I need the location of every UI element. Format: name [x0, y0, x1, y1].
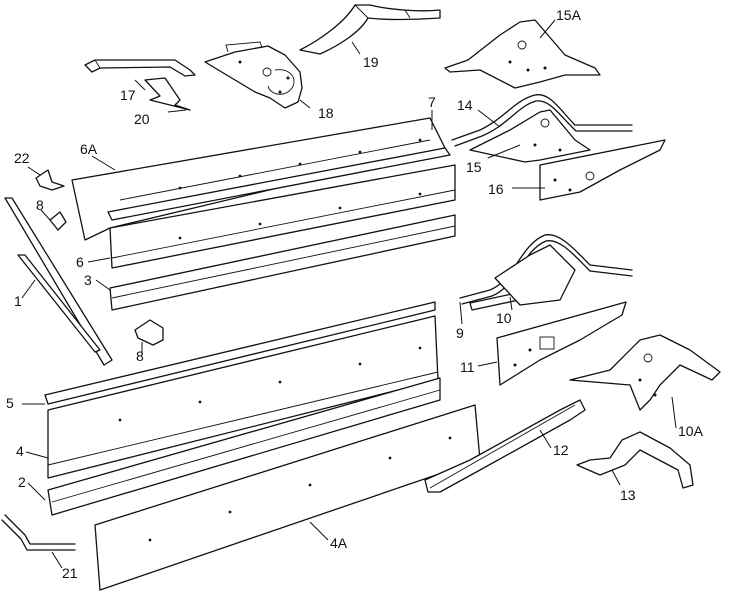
callout-20: 20: [134, 111, 150, 127]
callout-4: 4: [16, 443, 24, 459]
callout-7: 7: [428, 94, 436, 110]
callout-17: 17: [120, 87, 136, 103]
callout-15: 15: [466, 159, 482, 175]
callout-11: 11: [460, 359, 475, 375]
leader-lines: [21, 19, 677, 569]
callout-9: 9: [456, 325, 464, 341]
part-15-plate: [469, 109, 591, 163]
part-20-wedge: [144, 77, 191, 111]
part-17-bracket: [84, 59, 196, 77]
part-10-bracket-plate: [494, 244, 576, 306]
callout-22: 22: [14, 150, 30, 166]
callout-1: 1: [14, 293, 22, 309]
callout-21: 21: [62, 565, 78, 581]
callout-10: 10: [496, 310, 512, 326]
part-12-deflector: [424, 399, 586, 493]
callout-8-lower: 8: [136, 348, 144, 364]
callout-19: 19: [363, 54, 379, 70]
callout-5: 5: [6, 395, 14, 411]
callout-18: 18: [318, 105, 334, 121]
part-22-clip: [35, 169, 65, 191]
callout-12: 12: [553, 442, 569, 458]
part-1-post: [4, 197, 113, 366]
part-21-rod: [1, 514, 76, 551]
callout-2: 2: [18, 474, 26, 490]
callout-15a: 15A: [556, 7, 582, 23]
part-19-shield: [299, 4, 441, 55]
callout-6: 6: [76, 254, 84, 270]
part-6-panel: [109, 164, 456, 269]
part-16-plate: [539, 139, 666, 201]
part-3-strip: [109, 214, 456, 311]
callout-8-upper: 8: [36, 197, 44, 213]
part-11-plate: [496, 301, 627, 386]
part-7-strip: [107, 147, 451, 221]
callout-4a: 4A: [330, 535, 348, 551]
part-15a-mount: [444, 19, 601, 89]
part-8-block-lower: [134, 319, 164, 346]
callout-3: 3: [84, 272, 92, 288]
part-2-strip: [47, 377, 441, 516]
callout-10a: 10A: [678, 423, 704, 439]
part-5-strip: [44, 301, 436, 405]
part-18-cover-plate: [204, 41, 303, 109]
callout-14: 14: [457, 97, 473, 113]
callout-16: 16: [488, 181, 504, 197]
callout-13: 13: [620, 487, 636, 503]
callout-labels: 1 2 3 4 4A 5 6 6A 7 8 8 9 10 10A 11 12 1…: [6, 7, 704, 581]
callout-6a: 6A: [80, 141, 98, 157]
part-13-bracket: [576, 431, 694, 489]
part-8-block-upper: [49, 211, 67, 231]
part-10a-mount: [569, 334, 721, 411]
